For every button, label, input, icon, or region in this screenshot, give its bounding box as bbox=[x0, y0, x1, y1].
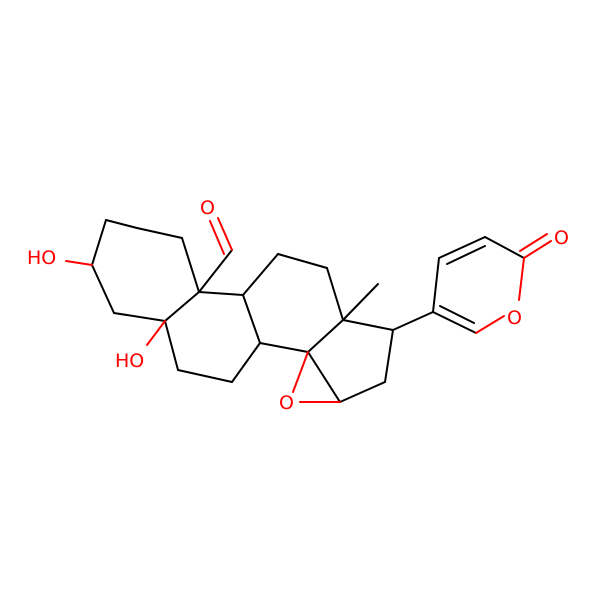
ring-oxygen-label: O bbox=[507, 307, 522, 329]
hydroxyl-label-top: HO bbox=[27, 247, 56, 269]
aldehyde-oxygen-label: O bbox=[200, 197, 215, 219]
carbon-bonds bbox=[91, 219, 525, 403]
carbonyl-oxygen-label: O bbox=[554, 227, 569, 249]
hydroxyl-label-bottom: HO bbox=[115, 350, 144, 372]
oxygen-bonds bbox=[65, 217, 552, 403]
epoxide-oxygen-label: O bbox=[279, 392, 294, 414]
atom-labels: HO HO O O O O bbox=[27, 197, 569, 414]
